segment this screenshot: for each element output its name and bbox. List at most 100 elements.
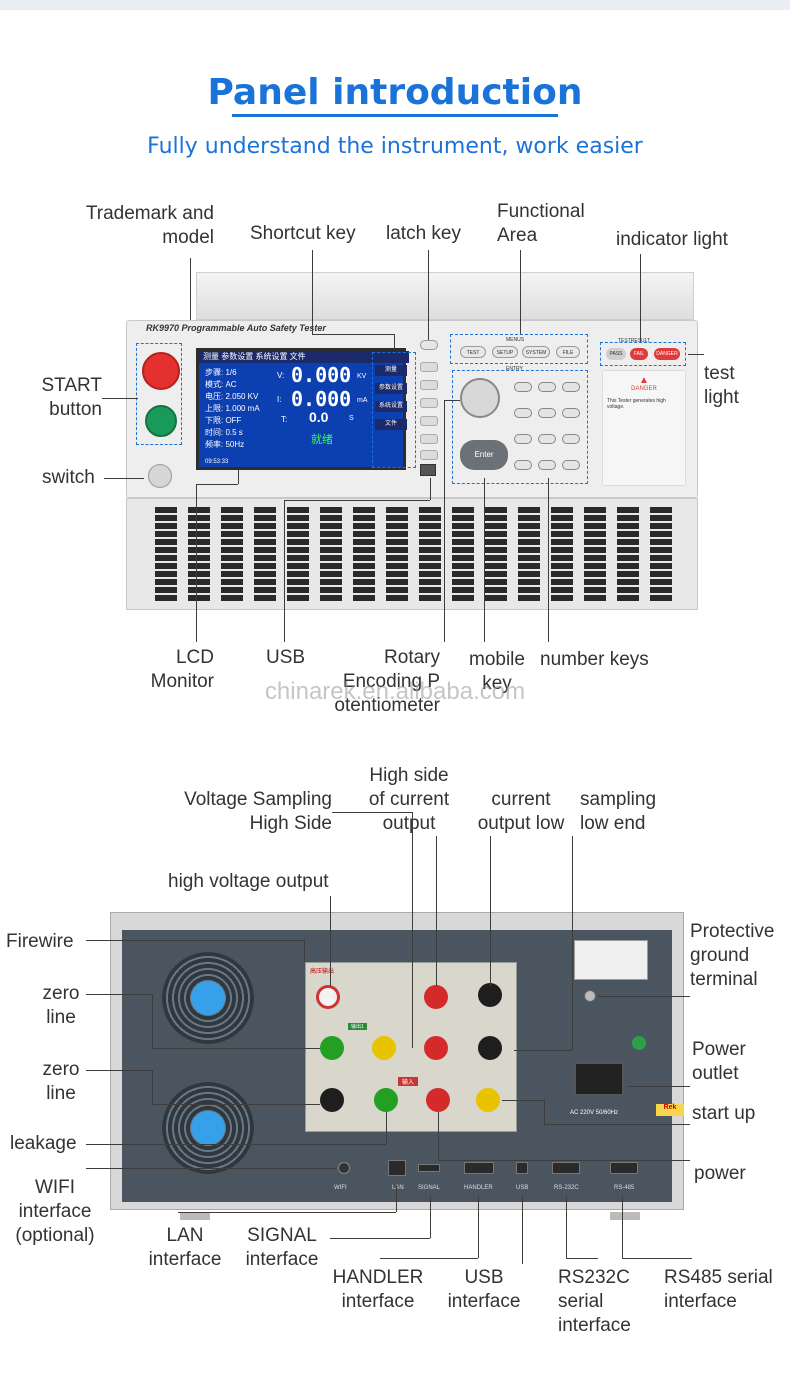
vent-slot — [221, 595, 243, 601]
vent-slot — [155, 579, 177, 585]
vent-slot — [221, 539, 243, 545]
vent-slot — [353, 547, 375, 553]
rs232-port[interactable] — [552, 1162, 580, 1174]
latch-key[interactable] — [420, 340, 438, 350]
number-key[interactable] — [538, 408, 556, 418]
usb-b-port[interactable] — [516, 1162, 528, 1174]
vent-slot — [386, 563, 408, 569]
vent-slot — [221, 515, 243, 521]
vent-slot — [221, 579, 243, 585]
lcd-row: 下限: OFF — [205, 416, 242, 425]
shortcut-key[interactable] — [420, 450, 438, 460]
current-low-jack[interactable] — [478, 983, 502, 1007]
number-key[interactable] — [538, 460, 556, 470]
vent-slot — [518, 507, 540, 513]
menu-file-button[interactable]: FILE — [556, 346, 580, 358]
shortcut-key[interactable] — [420, 434, 438, 444]
enter-key[interactable]: Enter — [460, 440, 508, 470]
label-indicator-light: indicator light — [616, 229, 728, 250]
voltage-sampling-jack[interactable] — [372, 1036, 396, 1060]
vent-slot — [419, 507, 441, 513]
zero-line-jack-2[interactable] — [320, 1088, 344, 1112]
vent-slot — [155, 555, 177, 561]
vent-slot — [386, 531, 408, 537]
vent-slot — [287, 531, 309, 537]
vent-slot — [386, 595, 408, 601]
number-key[interactable] — [514, 382, 532, 392]
vent-slot — [551, 547, 573, 553]
vent-slot — [320, 555, 342, 561]
lcd-row: 步骤: 1/6 — [205, 368, 237, 377]
vent-slot — [155, 595, 177, 601]
vent-slot — [485, 587, 507, 593]
shortcut-key[interactable] — [420, 380, 438, 390]
port-label-handler: HANDLER — [464, 1185, 493, 1191]
vent-slot — [617, 515, 639, 521]
port-label-rs232: RS-232C — [554, 1185, 579, 1191]
power-in-jack[interactable] — [426, 1088, 450, 1112]
number-key[interactable] — [562, 382, 580, 392]
stop-button[interactable] — [145, 405, 177, 437]
lcd-side-key: 参数设置 — [375, 383, 407, 394]
power-switch[interactable] — [148, 464, 172, 488]
sampling-low-jack[interactable] — [478, 1036, 502, 1060]
shortcut-key[interactable] — [420, 362, 438, 372]
vent-slot — [650, 587, 672, 593]
power-inlet[interactable] — [574, 1062, 624, 1096]
number-key[interactable] — [538, 382, 556, 392]
menu-system-button[interactable]: SYSTEM — [522, 346, 550, 358]
number-key[interactable] — [538, 434, 556, 444]
lan-port[interactable] — [388, 1160, 406, 1176]
hv-output-jack[interactable] — [316, 985, 340, 1009]
number-key[interactable] — [562, 408, 580, 418]
vent-slot — [518, 547, 540, 553]
vent-slot — [584, 587, 606, 593]
rs485-port[interactable] — [610, 1162, 638, 1174]
vent-slot — [287, 507, 309, 513]
current-high-jack[interactable] — [424, 985, 448, 1009]
vent-slot — [188, 587, 210, 593]
front-usb-port[interactable] — [420, 464, 436, 476]
shortcut-key[interactable] — [420, 416, 438, 426]
number-key[interactable] — [514, 408, 532, 418]
vent-slot — [452, 539, 474, 545]
number-key[interactable] — [514, 460, 532, 470]
vent-slot — [551, 539, 573, 545]
signal-port[interactable] — [418, 1164, 440, 1172]
number-key[interactable] — [562, 434, 580, 444]
label-hv-output: high voltage output — [168, 871, 329, 892]
vent-slot — [254, 563, 276, 569]
vent-slot — [254, 523, 276, 529]
leakage-jack[interactable] — [374, 1088, 398, 1112]
handler-port[interactable] — [464, 1162, 494, 1174]
vent-slot — [221, 587, 243, 593]
ground-terminal[interactable] — [584, 990, 596, 1002]
device-brand: RK9970 Programmable Auto Safety Tester — [146, 323, 326, 333]
vent-slot — [584, 523, 606, 529]
number-key[interactable] — [514, 434, 532, 444]
shortcut-key[interactable] — [420, 398, 438, 408]
vent-slot — [485, 579, 507, 585]
start-button[interactable] — [142, 352, 180, 390]
vent-slot — [287, 515, 309, 521]
warning-icon: ▲ — [639, 375, 649, 386]
vent-slot — [518, 531, 540, 537]
label-shortcut-key: Shortcut key — [250, 223, 356, 244]
vent-slot — [584, 515, 606, 521]
vent-slot — [287, 595, 309, 601]
rotary-encoder[interactable] — [460, 378, 500, 418]
vent-slot — [650, 523, 672, 529]
vent-slot — [386, 579, 408, 585]
zero-line-jack[interactable] — [320, 1036, 344, 1060]
vent-slot — [485, 539, 507, 545]
lcd-row: 时间: 0.5 s — [205, 428, 243, 437]
number-key[interactable] — [562, 460, 580, 470]
wifi-port[interactable] — [338, 1162, 350, 1174]
menu-setup-button[interactable]: SETUP — [492, 346, 518, 358]
vent-slot — [221, 555, 243, 561]
vent-slot — [320, 547, 342, 553]
start-up-jack[interactable] — [476, 1088, 500, 1112]
sampling-high-jack[interactable] — [424, 1036, 448, 1060]
menu-test-button[interactable]: TEST — [460, 346, 486, 358]
